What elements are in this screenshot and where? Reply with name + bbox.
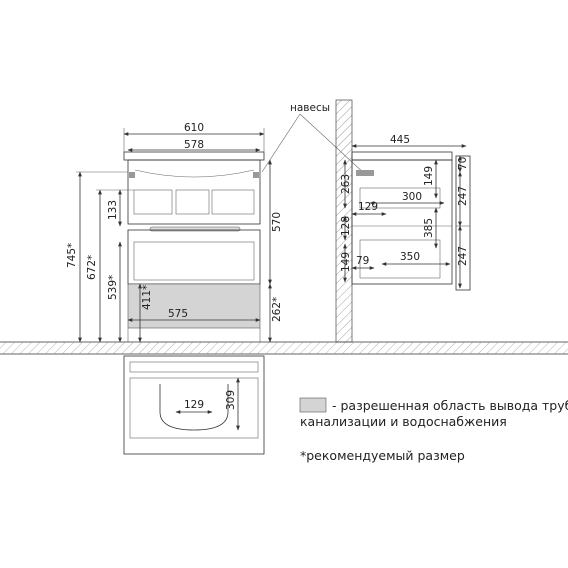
dim-263: 263 xyxy=(340,174,352,194)
dim-385: 385 xyxy=(423,218,435,238)
dim-overall-width: 610 xyxy=(184,122,204,134)
dim-149-top: 149 xyxy=(423,166,435,186)
hinges-callout: навесы xyxy=(261,102,367,176)
dim-300: 300 xyxy=(402,191,422,203)
dim-128: 128 xyxy=(340,216,352,236)
front-view xyxy=(123,151,265,342)
dim-149-low: 149 xyxy=(340,252,352,272)
dim-79: 79 xyxy=(356,255,369,267)
side-dimensions: 445 300 129 350 79 149 385 263 128 149 7… xyxy=(340,134,469,289)
footnote: *рекомендуемый размер xyxy=(300,448,465,463)
dim-side-depth: 445 xyxy=(390,134,410,146)
dim-350: 350 xyxy=(400,251,420,263)
dim-plan-129: 129 xyxy=(184,399,204,411)
dim-262: 262* xyxy=(271,297,283,322)
dim-70: 70 xyxy=(457,157,469,170)
legend: - разрешенная область вывода труб канали… xyxy=(299,397,568,463)
plan-view: 129 309 xyxy=(123,355,265,455)
dim-133: 133 xyxy=(107,200,119,220)
floor xyxy=(0,341,568,355)
dim-base-width: 575 xyxy=(168,308,188,320)
dim-745: 745* xyxy=(66,243,78,268)
dim-inner-width: 578 xyxy=(184,139,204,151)
dim-plan-309: 309 xyxy=(225,390,237,410)
dim-247-bottom: 247 xyxy=(457,246,469,266)
dim-129-side: 129 xyxy=(358,201,378,213)
dim-247-top: 247 xyxy=(457,186,469,206)
hinges-label: навесы xyxy=(290,102,330,114)
dim-539: 539* xyxy=(107,275,119,300)
legend-text-2: канализации и водоснабжения xyxy=(300,414,507,429)
legend-swatch xyxy=(299,397,327,413)
legend-text-1: - разрешенная область вывода труб xyxy=(332,398,568,413)
side-view xyxy=(351,151,471,291)
front-dimensions: 610 578 575 570 262* 745* 672* 133 539* … xyxy=(66,122,283,343)
dim-411: 411* xyxy=(141,285,153,310)
dim-672: 672* xyxy=(86,255,98,280)
dim-body-height: 570 xyxy=(271,212,283,232)
